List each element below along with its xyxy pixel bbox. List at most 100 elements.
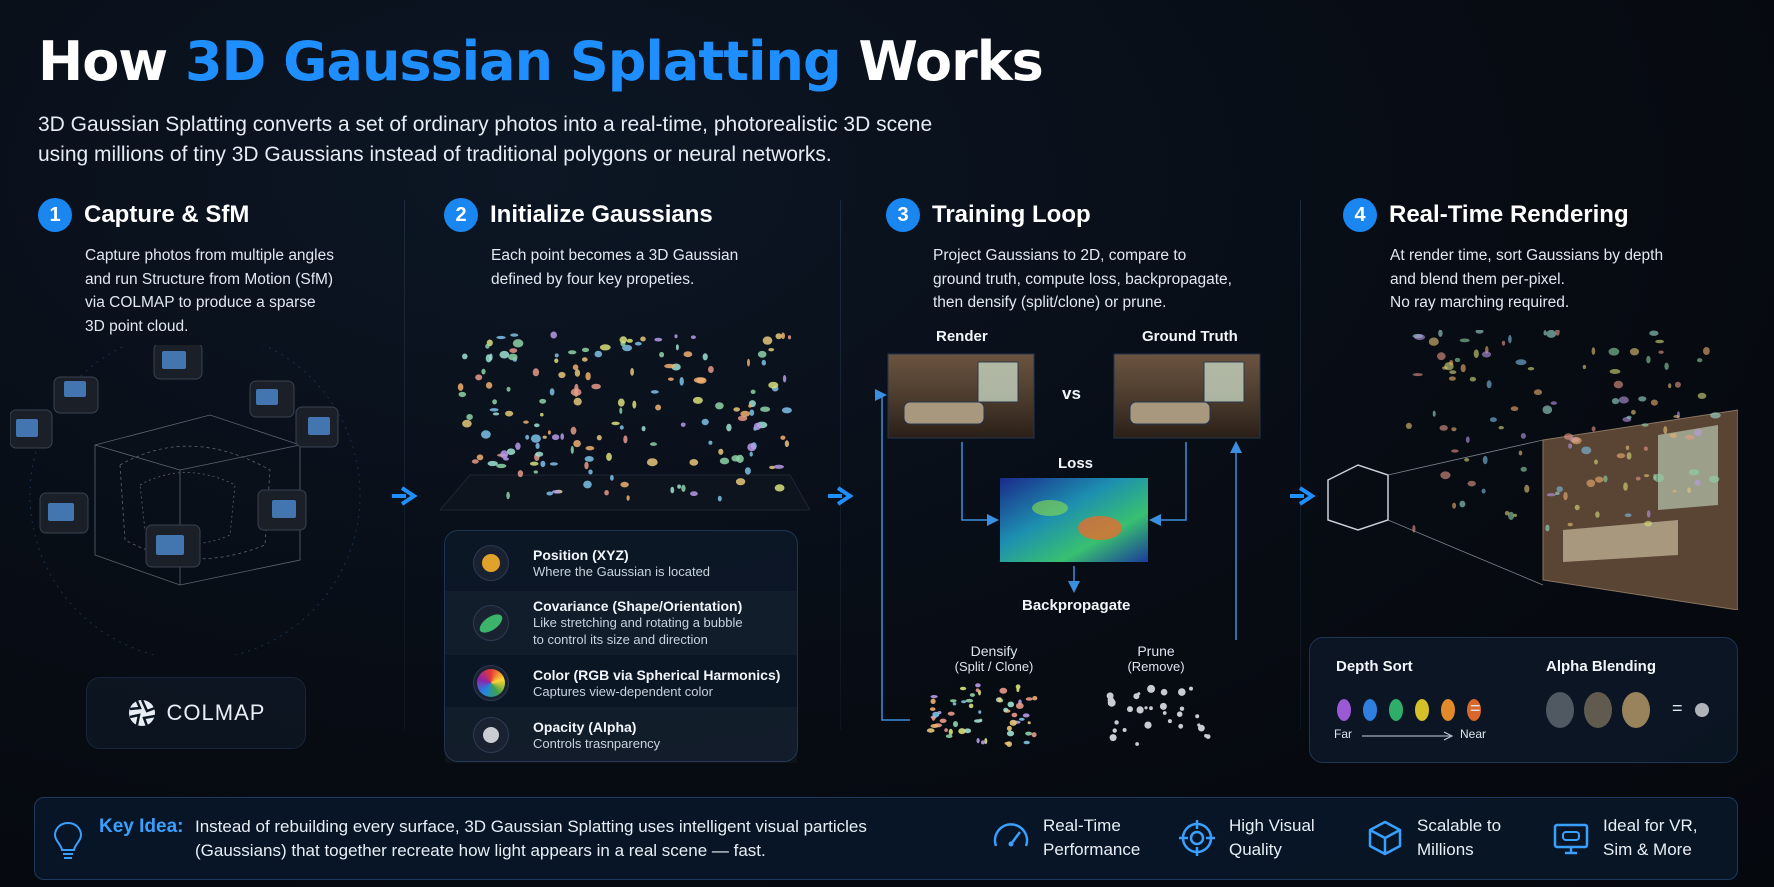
densify-splat [1011, 712, 1018, 718]
gaussian-splat [529, 461, 539, 466]
gaussian-splat [650, 442, 657, 446]
camera-icon [10, 345, 339, 568]
gaussian-splat [1664, 362, 1669, 370]
gaussian-splat [1465, 436, 1470, 443]
gaussian-splat [1454, 357, 1461, 363]
feature-item: Real-Time Performance [991, 814, 1140, 862]
gaussian-splat [1568, 443, 1573, 449]
gaussian-splat [549, 388, 555, 396]
gaussian-splat [1626, 415, 1632, 419]
densify-splat [975, 683, 981, 688]
backprop-label: Backpropagate [1022, 597, 1131, 614]
gaussian-splat [1501, 340, 1506, 346]
gaussian-splat [775, 333, 782, 340]
property-name: Opacity (Alpha) [533, 718, 637, 735]
far-near-arrow [1362, 731, 1454, 741]
opacity-dot-icon [473, 717, 509, 753]
gaussian-splat [760, 406, 771, 412]
aperture-icon [128, 699, 155, 727]
gaussian-splat [1412, 373, 1423, 377]
title-tail: Works [840, 30, 1043, 93]
gaussian-splat [659, 351, 665, 358]
gaussian-splat [551, 490, 561, 494]
densify-splat [1032, 696, 1038, 701]
prune-splat [1135, 742, 1139, 746]
gaussian-splat [1482, 455, 1488, 465]
gaussian-splat [1546, 330, 1557, 338]
property-name: Position (XYZ) [533, 546, 629, 563]
property-row: Opacity (Alpha)Controls trasnparency [445, 707, 797, 763]
gaussian-splat [708, 366, 714, 373]
equals-sign: = [1470, 698, 1481, 718]
gaussian-splat [675, 344, 679, 351]
gaussian-splat [681, 484, 686, 492]
prune-title: Prune [1137, 643, 1175, 659]
gaussian-splat [626, 338, 633, 343]
gaussian-splat [1624, 513, 1632, 517]
gaussian-splat [570, 426, 577, 435]
column-divider [840, 200, 841, 730]
property-description: Like stretching and rotating a bubble to… [533, 615, 743, 647]
gaussian-splat [619, 336, 628, 344]
gaussian-splat [773, 464, 784, 469]
gaussian-splat [1609, 369, 1621, 374]
gaussian-splat [604, 490, 609, 496]
gaussian-splat [1641, 423, 1649, 427]
densify-splat [981, 740, 985, 745]
gaussian-splat [747, 358, 750, 367]
prune-splat [1178, 723, 1184, 729]
gaussian-splat [768, 381, 779, 389]
densify-splat [945, 734, 953, 738]
gaussian-splat [535, 451, 544, 457]
alpha-blend-label: Alpha Blending [1546, 658, 1656, 675]
gaussian-splat [780, 435, 786, 440]
gaussian-splat [584, 461, 589, 470]
property-row: Color (RGB via Spherical Harmonics)Captu… [445, 655, 797, 711]
gaussian-splat [1481, 488, 1486, 494]
densify-splat [1006, 730, 1015, 737]
gaussian-splat [1439, 425, 1448, 431]
gaussian-splat [568, 350, 577, 355]
depth-sorted-splat [1389, 699, 1403, 721]
gaussian-splat [1520, 433, 1526, 439]
page-title: How 3D Gaussian Splatting Works [38, 30, 1044, 93]
gaussian-splat [1663, 426, 1668, 435]
gaussian-splat [1618, 396, 1629, 404]
equals-sign: = [1672, 698, 1683, 718]
gaussian-splat [1460, 364, 1466, 373]
gaussian-splat [1638, 396, 1647, 402]
gaussian-splat [1473, 349, 1479, 358]
gaussian-splat [584, 456, 594, 462]
densify-splat [926, 728, 935, 733]
property-description: Captures view-dependent color [533, 683, 713, 699]
prune-splat [1147, 684, 1156, 693]
gaussian-splat [1644, 520, 1653, 527]
title-lead: How [38, 30, 185, 93]
gaussian-splat [1510, 406, 1519, 412]
gaussian-splat [677, 484, 681, 489]
gaussian-splat [500, 450, 509, 459]
gaussian-splat [517, 470, 524, 478]
step-title: Capture & SfM [84, 201, 250, 228]
densify-splat [999, 687, 1008, 694]
gaussian-splat [1543, 330, 1547, 336]
prune-splat [1205, 734, 1211, 739]
gaussian-splat [1498, 426, 1504, 430]
gaussian-splat [573, 440, 581, 448]
gaussian-splat [594, 350, 603, 358]
colmap-label: COLMAP [166, 700, 266, 725]
gaussian-splat [690, 491, 698, 497]
gaussian-splat [683, 351, 693, 358]
gaussian-splat [680, 422, 686, 427]
gaussian-splat [761, 359, 766, 366]
loss-label: Loss [1058, 455, 1094, 472]
far-label: Far [1334, 727, 1352, 741]
gaussian-splat [585, 372, 591, 381]
gaussian-splat [1452, 502, 1457, 509]
key-idea-bar: Key Idea: Instead of rebuilding every su… [34, 797, 1738, 880]
gaussian-splat [570, 445, 574, 454]
gaussian-splat [747, 443, 757, 452]
densify-splat [958, 728, 966, 735]
